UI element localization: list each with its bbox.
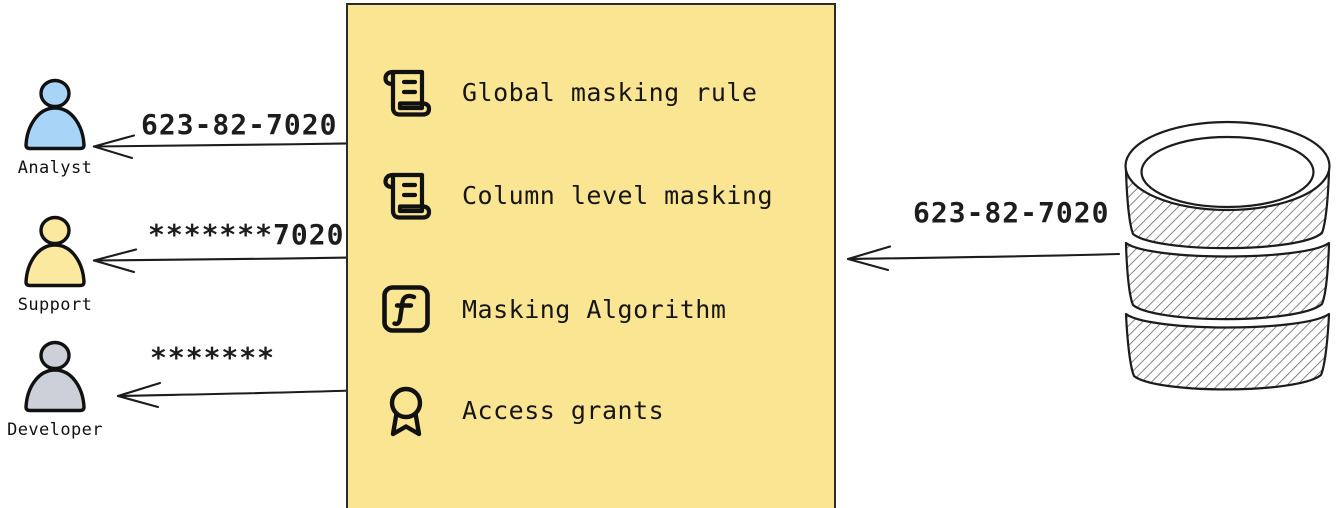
person-icon [24,78,86,151]
actor-label: Analyst [17,158,93,178]
policy-item-label: Global masking rule [462,77,758,107]
award-ribbon-icon [389,386,423,437]
arrow-to-support [92,248,351,274]
arrow-to-developer [116,381,353,409]
actor-support: Support [0,215,110,315]
flow-label-developer: ******* [150,341,276,374]
scroll-document-icon [383,69,432,117]
actor-analyst: Analyst [0,78,110,178]
actor-label: Support [17,295,93,315]
arrow-to-analyst [92,134,351,160]
policy-item-label: Access grants [462,395,665,425]
policy-item-access-grants[interactable]: Access grants [378,378,664,442]
actor-label: Developer [7,420,103,440]
policy-item-label: Column level masking [462,180,774,210]
policy-item-label: Masking Algorithm [462,294,727,324]
flow-label-support: *******7020 [148,218,345,251]
policy-item-column-level-masking[interactable]: Column level masking [378,163,773,227]
person-icon [24,340,86,413]
actor-developer: Developer [0,340,110,440]
person-icon [24,215,86,288]
masking-policy-panel: Global masking rule Column level masking [346,3,836,508]
database-cylinder-icon [1124,120,1331,391]
arrow-from-database [846,245,1121,272]
scroll-document-icon [383,172,432,220]
flow-label-database: 623-82-7020 [913,196,1110,229]
policy-item-global-masking-rule[interactable]: Global masking rule [378,60,757,124]
policy-item-masking-algorithm[interactable]: Masking Algorithm [378,277,726,341]
function-box-icon [382,285,430,333]
flow-label-analyst: 623-82-7020 [141,108,338,141]
